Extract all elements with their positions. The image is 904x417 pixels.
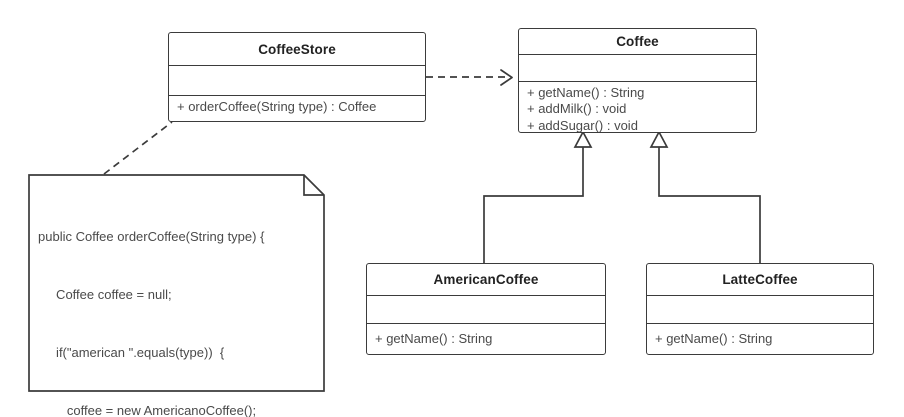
class-attributes-lattecoffee: [647, 296, 873, 324]
class-box-lattecoffee[interactable]: LatteCoffee + getName() : String: [646, 263, 874, 355]
class-operations-coffee: + getName() : String + addMilk() : void …: [519, 82, 756, 132]
class-operations-coffeestore: + orderCoffee(String type) : Coffee: [169, 96, 425, 116]
note-shape: [28, 174, 325, 392]
note-code-block: public Coffee orderCoffee(String type) {…: [38, 188, 319, 417]
class-title-coffeestore: CoffeeStore: [169, 33, 425, 66]
class-attributes-americancoffee: [367, 296, 605, 324]
dependency-coffeestore-to-coffee: [426, 69, 513, 86]
generalization-lattecoffee-to-coffee: [649, 130, 761, 263]
code-note[interactable]: public Coffee orderCoffee(String type) {…: [28, 174, 325, 417]
generalization-americancoffee-to-coffee: [483, 130, 593, 263]
code-line: Coffee coffee = null;: [38, 287, 172, 303]
operation-row: + getName() : String: [527, 84, 645, 100]
class-title-americancoffee: AmericanCoffee: [367, 264, 605, 296]
operation-row: + getName() : String: [655, 331, 773, 346]
operation-row: + addMilk() : void: [527, 101, 627, 117]
operation-row: + getName() : String: [375, 331, 493, 346]
code-line: coffee = new AmericanoCoffee();: [38, 403, 257, 417]
operation-row: + addSugar() : void: [527, 117, 638, 132]
class-box-americancoffee[interactable]: AmericanCoffee + getName() : String: [366, 263, 606, 355]
class-attributes-coffeestore: [169, 66, 425, 96]
class-operations-lattecoffee: + getName() : String: [647, 324, 873, 348]
code-line: public Coffee orderCoffee(String type) {: [38, 228, 265, 244]
operation-row: + orderCoffee(String type) : Coffee: [177, 99, 377, 114]
class-box-coffeestore[interactable]: CoffeeStore + orderCoffee(String type) :…: [168, 32, 426, 122]
class-operations-americancoffee: + getName() : String: [367, 324, 605, 348]
code-line: if("american ".equals(type)) {: [38, 345, 225, 361]
note-anchor-line: [103, 121, 173, 175]
class-attributes-coffee: [519, 55, 756, 82]
class-title-coffee: Coffee: [519, 29, 756, 55]
class-box-coffee[interactable]: Coffee + getName() : String + addMilk() …: [518, 28, 757, 133]
class-title-lattecoffee: LatteCoffee: [647, 264, 873, 296]
